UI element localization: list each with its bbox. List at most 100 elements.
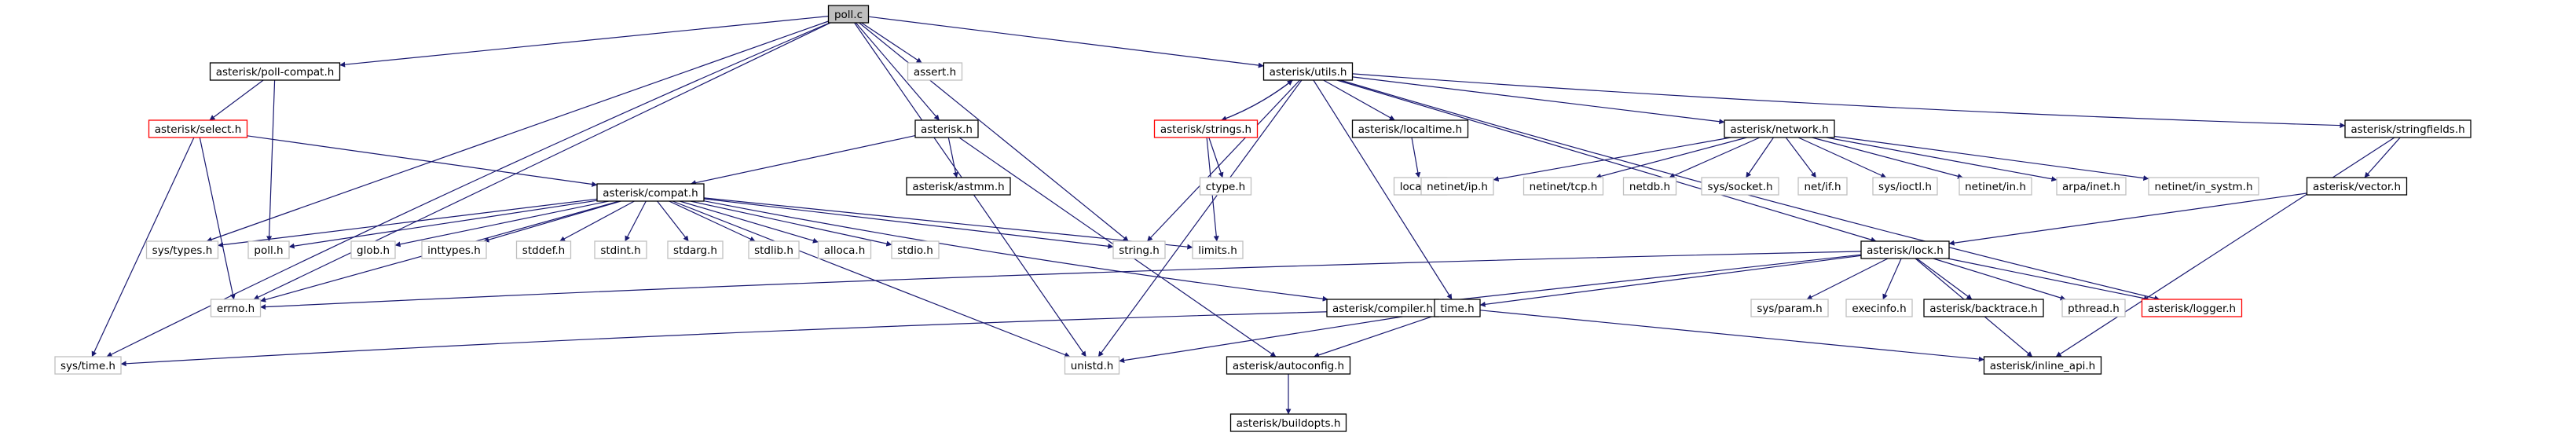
node-box — [1153, 119, 1259, 138]
node-box — [817, 240, 872, 259]
edge-network-to-netdb — [1669, 137, 1761, 178]
node-label: sys/time.h — [60, 360, 115, 372]
node-box — [515, 240, 572, 259]
node-box — [2148, 177, 2259, 196]
edge-strings-to-utils — [1221, 79, 1293, 121]
node-label: asterisk/poll-compat.h — [216, 66, 335, 79]
node-string-h: string.h — [1112, 240, 1166, 259]
node-stringfields[interactable]: asterisk/stringfields.h — [2344, 119, 2472, 138]
node-box — [596, 183, 705, 202]
node-box — [1420, 177, 1494, 196]
node-utils[interactable]: asterisk/utils.h — [1262, 62, 1354, 81]
node-box — [1351, 119, 1469, 138]
node-time-h[interactable]: time.h — [1434, 299, 1481, 317]
edge-poll-c-to-poll-compat — [339, 16, 829, 68]
edge-utils-to-unistd — [1097, 79, 1303, 358]
node-sys-time: sys/time.h — [54, 356, 122, 375]
node-netinet-in: netinet/in.h — [1959, 177, 2032, 196]
node-box — [1845, 299, 1913, 317]
node-box — [1983, 356, 2102, 375]
edge-network-to-net-if — [1785, 137, 1817, 178]
node-label: asterisk/logger.h — [2148, 302, 2236, 315]
edge-time-h-to-sys-time — [120, 308, 1435, 367]
node-localtime[interactable]: asterisk/localtime.h — [1351, 119, 1469, 138]
node-label: netinet/tcp.h — [1530, 181, 1598, 193]
node-box — [1229, 413, 1347, 432]
edge-utils-to-localtime — [1323, 79, 1395, 121]
node-label: netinet/in.h — [1965, 181, 2026, 193]
node-box — [827, 5, 870, 24]
node-box — [2061, 299, 2126, 317]
node-alloca: alloca.h — [817, 240, 872, 259]
edge-poll-c-to-sys-types — [206, 20, 829, 243]
node-select[interactable]: asterisk/select.h — [148, 119, 248, 138]
node-label: poll.h — [254, 244, 283, 257]
edge-network-to-sys-socket — [1746, 137, 1774, 178]
node-box — [209, 62, 341, 81]
node-stdarg: stdarg.h — [667, 240, 724, 259]
edge-network-to-netinet-ip — [1493, 137, 1731, 182]
node-astmm[interactable]: asterisk/astmm.h — [906, 177, 1011, 196]
node-compiler[interactable]: asterisk/compiler.h — [1326, 299, 1439, 317]
node-box — [421, 240, 487, 259]
node-box — [210, 299, 262, 317]
node-arpa-inet: arpa/inet.h — [2056, 177, 2127, 196]
node-label: string.h — [1119, 244, 1160, 257]
edge-network-to-netinet-in-systm — [1834, 135, 2149, 182]
node-label: stdint.h — [600, 244, 640, 257]
edge-lock-to-errno — [260, 251, 1862, 310]
node-box — [1860, 240, 1950, 259]
node-logger[interactable]: asterisk/logger.h — [2141, 299, 2243, 317]
node-box — [1797, 177, 1848, 196]
edge-poll-compat-to-select — [209, 79, 264, 121]
edge-asterisk-h-to-compat — [690, 135, 916, 186]
edge-compat-to-stddef — [559, 200, 635, 242]
node-buildopts[interactable]: asterisk/buildopts.h — [1229, 413, 1347, 432]
node-vector[interactable]: asterisk/vector.h — [2306, 177, 2408, 196]
edge-strings-to-ctype — [1208, 137, 1224, 178]
node-netdb: netdb.h — [1622, 177, 1677, 196]
node-label: asterisk/select.h — [155, 123, 242, 136]
node-network[interactable]: asterisk/network.h — [1724, 119, 1835, 138]
edge-stringfields-to-inline-api — [2055, 137, 2395, 358]
node-label: asterisk/stringfields.h — [2351, 123, 2464, 136]
node-box — [1959, 177, 2032, 196]
node-poll-c[interactable]: poll.c — [827, 5, 870, 24]
edge-compat-to-glob — [394, 200, 609, 248]
node-label: sys/param.h — [1757, 302, 1822, 315]
node-sys-param: sys/param.h — [1750, 299, 1829, 317]
node-strings[interactable]: asterisk/strings.h — [1153, 119, 1259, 138]
node-box — [1262, 62, 1354, 81]
node-box — [1434, 299, 1481, 317]
node-autoconfig[interactable]: asterisk/autoconfig.h — [1226, 356, 1351, 375]
node-box — [1750, 299, 1829, 317]
node-box — [667, 240, 724, 259]
node-label: asterisk/lock.h — [1867, 244, 1944, 257]
node-assert: assert.h — [907, 62, 963, 81]
edge-compat-to-stdint — [625, 200, 647, 242]
node-inline-api[interactable]: asterisk/inline_api.h — [1983, 356, 2102, 375]
node-sys-types: sys/types.h — [145, 240, 219, 259]
node-label: sys/socket.h — [1707, 181, 1772, 193]
node-label: asterisk/compiler.h — [1332, 302, 1433, 315]
node-label: stdarg.h — [673, 244, 717, 257]
node-lock[interactable]: asterisk/lock.h — [1860, 240, 1950, 259]
node-asterisk-h[interactable]: asterisk.h — [914, 119, 979, 138]
edge-stringfields-to-vector — [2364, 137, 2401, 178]
node-label: unistd.h — [1071, 360, 1114, 372]
node-box — [1064, 356, 1120, 375]
edge-compat-to-alloca — [680, 200, 819, 244]
node-poll-compat[interactable]: asterisk/poll-compat.h — [209, 62, 341, 81]
node-label: asterisk/inline_api.h — [1990, 360, 2095, 372]
edge-lock-to-pthread — [1933, 258, 2066, 301]
node-box — [1199, 177, 1252, 196]
node-backtrace[interactable]: asterisk/backtrace.h — [1923, 299, 2044, 317]
edge-utils-to-time-h — [1313, 79, 1453, 300]
node-compat[interactable]: asterisk/compat.h — [596, 183, 705, 202]
edge-network-to-netinet-tcp — [1596, 137, 1747, 179]
node-label: asterisk/autoconfig.h — [1233, 360, 1344, 372]
edge-lock-to-logger — [1948, 258, 2150, 302]
edge-poll-c-to-string-h — [859, 22, 1129, 242]
node-box — [247, 240, 290, 259]
edge-select-to-sys-time — [91, 137, 195, 358]
